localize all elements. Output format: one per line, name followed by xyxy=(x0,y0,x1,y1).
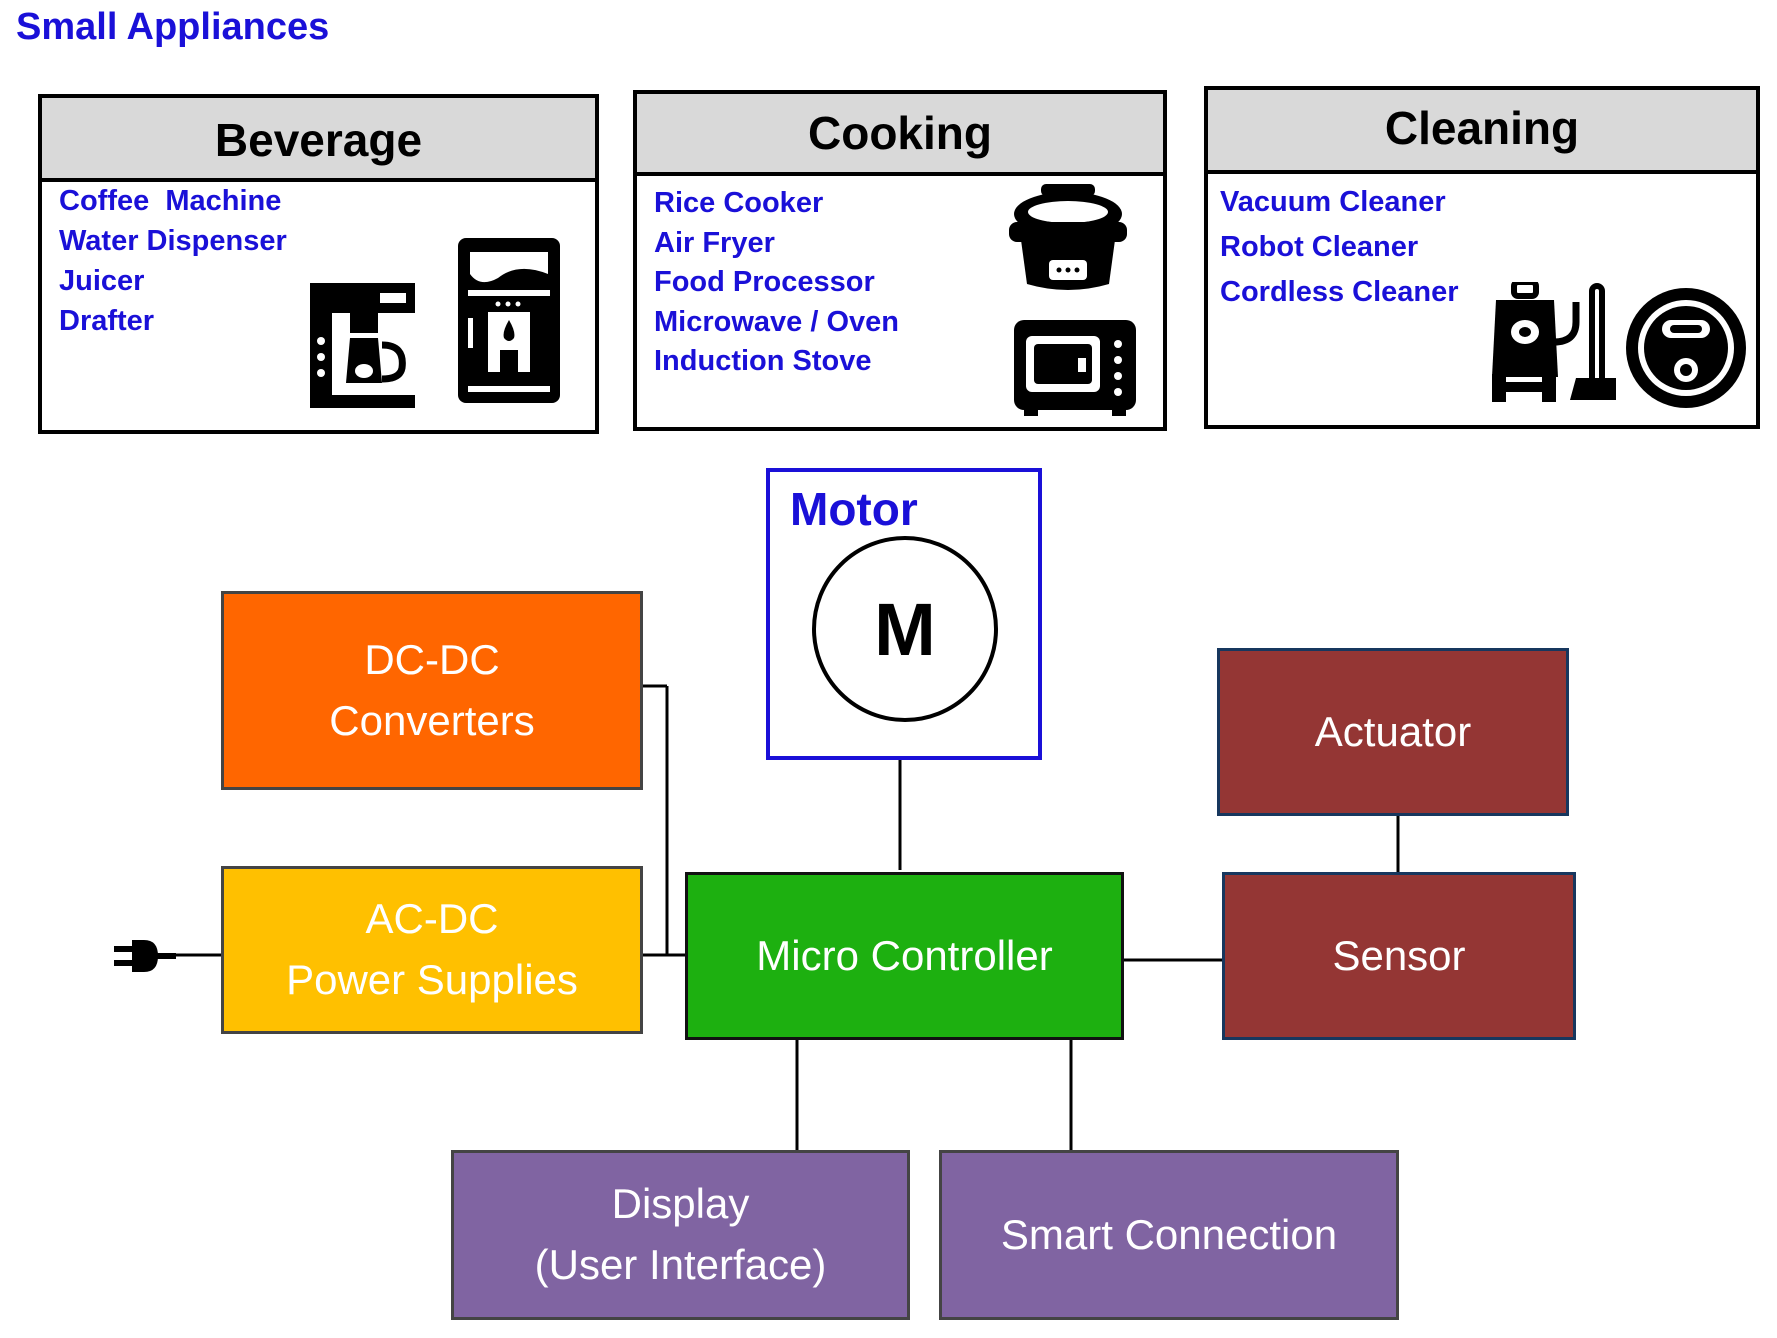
robot-cleaner-icon xyxy=(1626,288,1746,408)
category-item-list: Rice Cooker Air Fryer Food Processor Mic… xyxy=(654,184,899,382)
plug-icon xyxy=(114,940,176,972)
block-label: Sensor xyxy=(1332,931,1466,979)
category-beverage: Beverage Coffee Machine Water Dispenser … xyxy=(38,94,599,434)
list-item: Induction Stove xyxy=(654,345,872,377)
list-item: Drafter xyxy=(59,305,155,337)
list-item: Cordless Cleaner xyxy=(1220,276,1459,308)
category-heading: Beverage xyxy=(42,98,595,182)
block-label: Micro Controller xyxy=(756,931,1053,979)
sensor-block: Sensor xyxy=(1222,872,1576,1040)
list-item: Coffee Machine xyxy=(59,185,282,217)
display-block: Display (User Interface) xyxy=(451,1150,910,1320)
block-label-line2: Power Supplies xyxy=(286,956,578,1003)
acdc-power-supplies-block: AC-DC Power Supplies xyxy=(221,866,643,1034)
coffee-machine-icon xyxy=(310,283,415,408)
list-item: Juicer xyxy=(59,265,145,297)
list-item: Microwave / Oven xyxy=(654,305,899,338)
list-item: Food Processor xyxy=(654,266,875,298)
category-item-list: Vacuum Cleaner Robot Cleaner Cordless Cl… xyxy=(1220,180,1459,315)
block-label: Actuator xyxy=(1314,707,1472,755)
category-heading: Cleaning xyxy=(1208,90,1756,174)
list-item: Robot Cleaner xyxy=(1220,231,1419,263)
block-label-line2: Converters xyxy=(329,696,535,744)
micro-controller-block: Micro Controller xyxy=(685,872,1124,1040)
category-item-list: Coffee Machine Water Dispenser Juicer Dr… xyxy=(59,181,287,341)
page-title: Small Appliances xyxy=(16,6,330,48)
motor-label: Motor xyxy=(790,483,918,535)
smart-connection-block: Smart Connection xyxy=(939,1150,1399,1320)
category-cooking: Cooking Rice Cooker Air Fryer Food Proce… xyxy=(633,90,1167,431)
block-label: Smart Connection xyxy=(1000,1210,1338,1258)
actuator-block: Actuator xyxy=(1217,648,1569,816)
motor-block: Motor M xyxy=(766,468,1042,760)
dcdc-converters-block: DC-DC Converters xyxy=(221,591,643,790)
block-label-line1: Display xyxy=(611,1180,750,1228)
water-dispenser-icon xyxy=(458,238,560,403)
category-cleaning: Cleaning Vacuum Cleaner Robot Cleaner Co… xyxy=(1204,86,1760,429)
rice-cooker-icon xyxy=(1009,184,1127,290)
category-heading: Cooking xyxy=(637,94,1163,176)
microwave-icon xyxy=(1014,320,1136,416)
list-item: Air Fryer xyxy=(654,226,775,259)
list-item: Vacuum Cleaner xyxy=(1220,186,1446,218)
block-label-line1: DC-DC xyxy=(364,635,500,683)
block-label-line1: AC-DC xyxy=(365,895,499,943)
list-item: Water Dispenser xyxy=(59,225,287,257)
list-item: Rice Cooker xyxy=(654,187,824,219)
vacuum-cleaner-icon xyxy=(1492,282,1616,402)
motor-symbol: M xyxy=(812,536,998,722)
block-label-line2: (User Interface) xyxy=(534,1241,827,1288)
